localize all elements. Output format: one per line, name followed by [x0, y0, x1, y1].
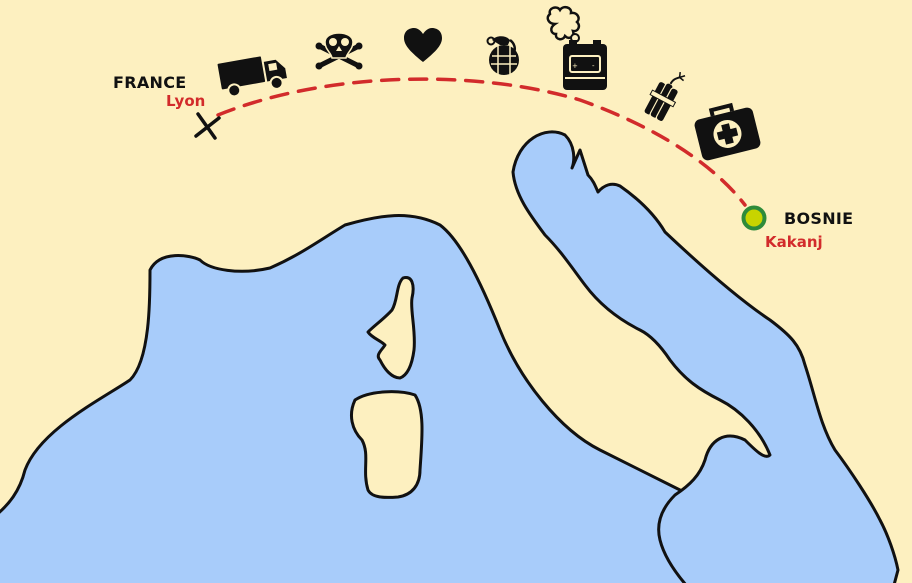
- svg-text:+: +: [572, 62, 578, 70]
- skull-crossbones-icon: [315, 32, 363, 70]
- svg-text:-: -: [592, 62, 595, 70]
- first-aid-kit-icon: [694, 102, 761, 161]
- smoking-car-battery-icon: + -: [546, 5, 607, 90]
- route-path: [216, 77, 747, 207]
- sea-adriatic: [511, 130, 900, 583]
- island-sardinia: [350, 390, 424, 499]
- destination-country-label: BOSNIE: [784, 209, 854, 228]
- destination-dot-icon: [741, 205, 767, 231]
- truck-icon: [217, 56, 287, 98]
- destination-city-label: Kakanj: [765, 233, 823, 251]
- cross-mark-icon: [194, 112, 221, 140]
- heart-icon: [404, 28, 442, 62]
- dynamite-icon: [643, 71, 686, 123]
- grenade-icon: [486, 36, 519, 75]
- island-corsica: [366, 275, 416, 380]
- origin-city-label: Lyon: [166, 92, 206, 110]
- origin-country-label: FRANCE: [113, 73, 187, 92]
